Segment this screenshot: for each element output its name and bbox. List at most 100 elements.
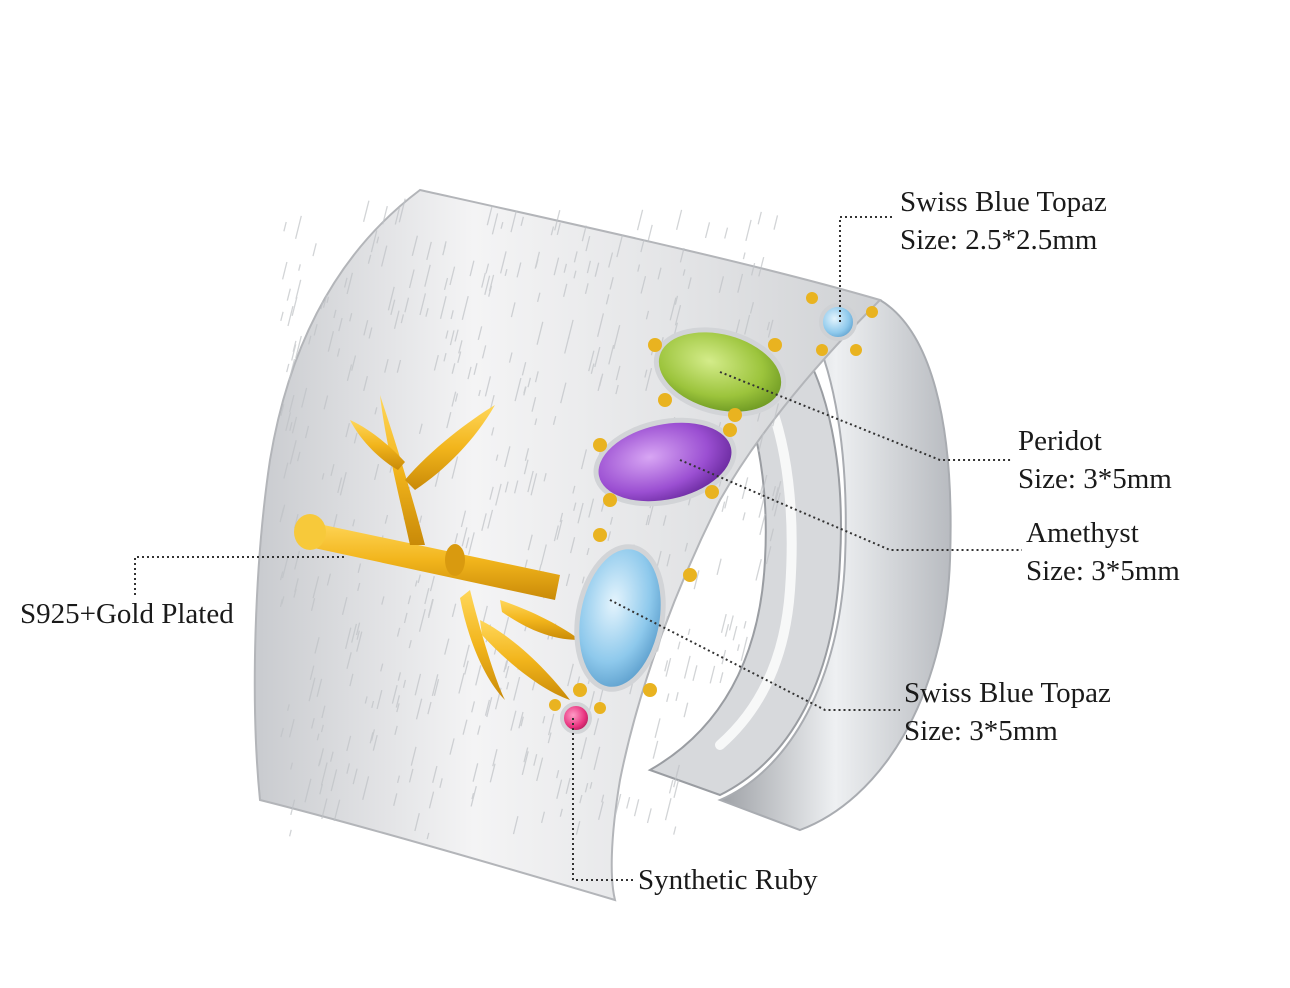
texture-stroke — [488, 285, 493, 297]
texture-stroke — [390, 299, 396, 316]
texture-stroke — [743, 620, 747, 629]
callout-amethyst-name: Amethyst — [1026, 517, 1139, 549]
texture-stroke — [520, 216, 525, 226]
texture-stroke — [291, 416, 298, 434]
texture-stroke — [521, 362, 527, 376]
texture-stroke — [309, 665, 315, 680]
texture-stroke — [449, 738, 455, 755]
texture-stroke — [553, 257, 560, 276]
texture-stroke — [760, 474, 768, 499]
texture-stroke — [683, 702, 689, 718]
texture-stroke — [336, 348, 341, 357]
texture-stroke — [439, 296, 447, 319]
texture-stroke — [317, 758, 322, 767]
callout-topaz-large-name: Swiss Blue Topaz — [904, 677, 1111, 709]
texture-stroke — [382, 205, 388, 225]
texture-stroke — [720, 613, 727, 633]
texture-stroke — [530, 473, 538, 496]
texture-stroke — [510, 302, 516, 318]
texture-stroke — [508, 352, 513, 363]
texture-stroke — [590, 363, 595, 374]
texture-stroke — [563, 263, 568, 273]
texture-stroke — [462, 719, 468, 735]
texture-stroke — [755, 559, 762, 581]
texture-stroke — [280, 403, 285, 416]
texture-stroke — [547, 732, 552, 744]
texture-stroke — [369, 732, 374, 744]
texture-stroke — [414, 813, 420, 832]
texture-stroke — [433, 354, 439, 371]
texture-stroke — [481, 345, 487, 359]
texture-stroke — [586, 260, 592, 274]
texture-stroke — [462, 644, 470, 668]
texture-stroke — [432, 765, 438, 783]
texture-stroke — [724, 624, 730, 637]
texture-stroke — [664, 660, 669, 672]
texture-stroke — [573, 502, 577, 511]
texture-stroke — [683, 655, 691, 679]
texture-stroke — [427, 598, 434, 617]
texture-stroke — [579, 794, 583, 804]
texture-stroke — [562, 283, 568, 297]
texture-stroke — [451, 391, 457, 407]
texture-stroke — [510, 710, 517, 731]
texture-stroke — [504, 268, 508, 277]
texture-stroke — [556, 222, 561, 236]
texture-stroke — [469, 260, 475, 277]
texture-stroke — [613, 324, 621, 349]
texture-stroke — [609, 516, 614, 525]
texture-stroke — [758, 256, 765, 277]
callout-material: S925+Gold Plated — [20, 595, 234, 633]
texture-stroke — [543, 473, 547, 482]
texture-stroke — [461, 295, 469, 320]
texture-stroke — [454, 533, 459, 544]
texture-stroke — [292, 340, 297, 352]
texture-stroke — [687, 277, 692, 289]
texture-stroke — [567, 663, 574, 687]
texture-stroke — [294, 215, 302, 239]
texture-stroke — [593, 746, 601, 771]
callout-amethyst-size: Size: 3*5mm — [1026, 555, 1180, 587]
texture-stroke — [654, 718, 661, 738]
texture-stroke — [372, 734, 378, 751]
gold-bamboo-branch — [294, 395, 580, 700]
texture-stroke — [403, 612, 408, 624]
texture-stroke — [464, 660, 469, 675]
texture-stroke — [446, 411, 452, 429]
texture-stroke — [367, 254, 372, 264]
texture-stroke — [597, 376, 603, 392]
texture-stroke — [556, 779, 563, 799]
texture-stroke — [527, 470, 534, 493]
texture-stroke — [362, 776, 370, 800]
texture-stroke — [679, 247, 685, 263]
texture-stroke — [279, 599, 283, 608]
texture-stroke — [370, 230, 378, 253]
texture-stroke — [396, 703, 400, 713]
texture-stroke — [351, 623, 358, 643]
texture-stroke — [640, 275, 647, 294]
texture-stroke — [615, 365, 621, 381]
texture-stroke — [345, 423, 351, 438]
texture-stroke — [373, 463, 380, 481]
texture-stroke — [767, 319, 774, 338]
texture-stroke — [353, 432, 358, 444]
texture-stroke — [504, 481, 509, 493]
texture-stroke — [281, 596, 285, 605]
texture-stroke — [333, 309, 337, 319]
texture-stroke — [357, 582, 361, 592]
texture-stroke — [352, 768, 358, 785]
texture-stroke — [418, 608, 426, 632]
texture-stroke — [460, 510, 467, 528]
texture-stroke — [431, 674, 439, 697]
texture-stroke — [499, 251, 507, 274]
texture-stroke — [693, 570, 700, 590]
texture-stroke — [341, 596, 348, 616]
texture-stroke — [523, 459, 529, 475]
texture-stroke — [491, 213, 499, 235]
texture-stroke — [487, 509, 494, 529]
texture-stroke — [419, 293, 427, 316]
texture-stroke — [724, 227, 729, 239]
texture-stroke — [355, 622, 361, 636]
texture-stroke — [495, 454, 499, 461]
